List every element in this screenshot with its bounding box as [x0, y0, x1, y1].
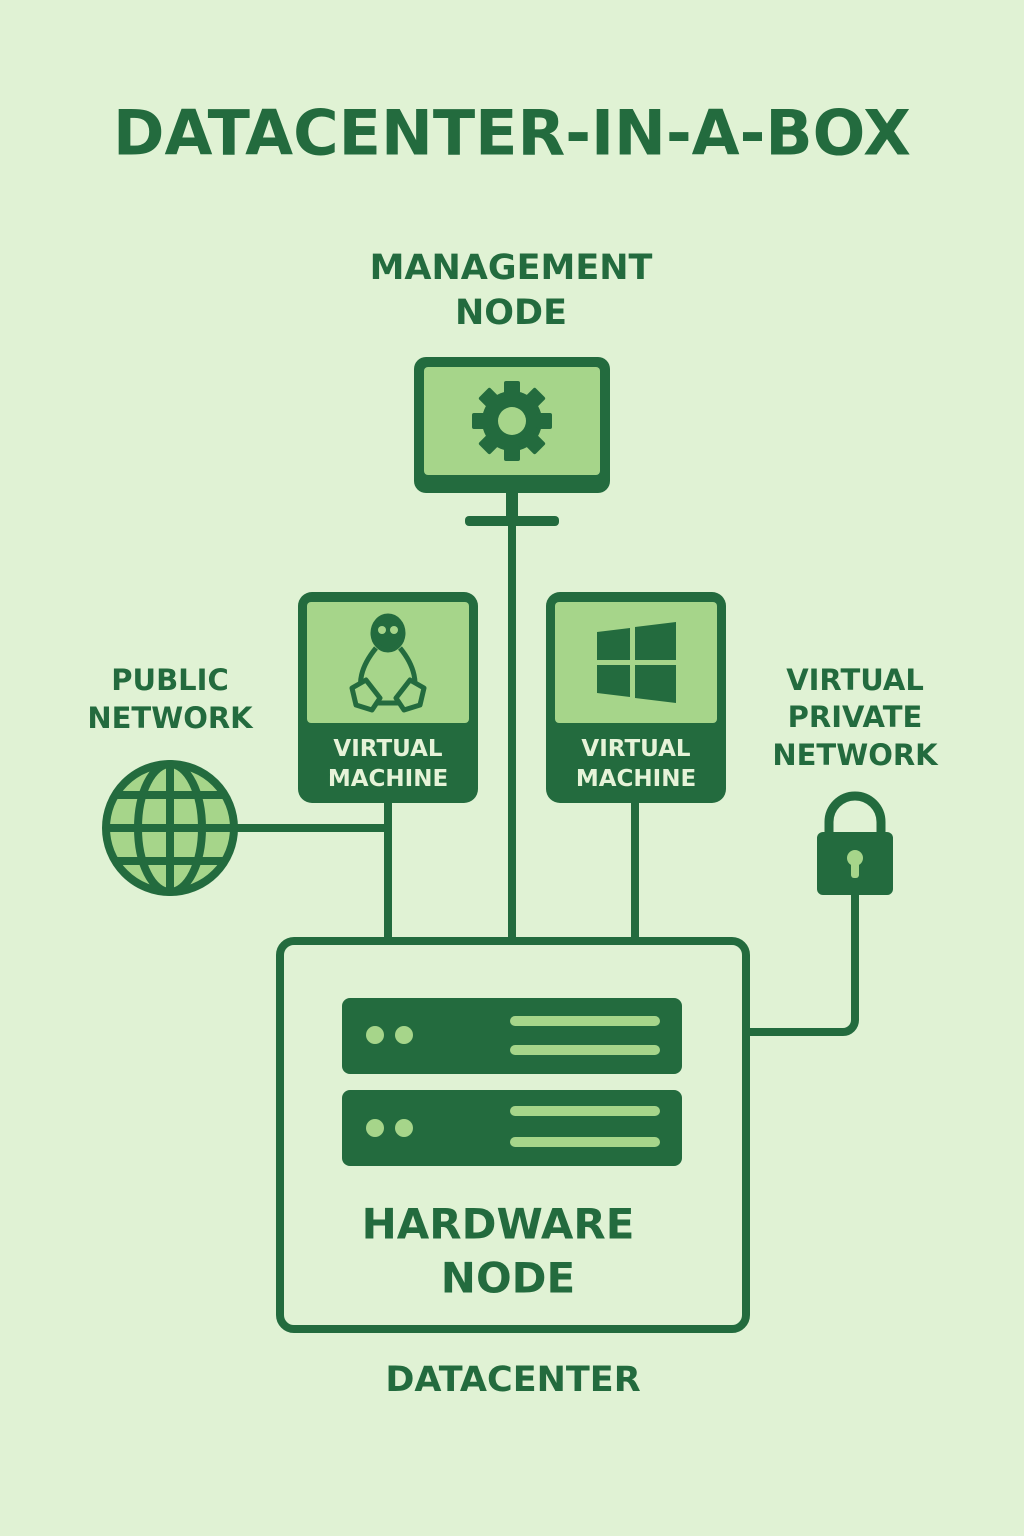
vm2-label: VIRTUAL [581, 736, 691, 762]
hardware-node-box [276, 937, 750, 1333]
public-network-label: PUBLIC [111, 663, 229, 697]
linux-penguin-icon [349, 613, 427, 713]
management-node-label-2: NODE [454, 293, 568, 333]
gear-icon [472, 381, 552, 461]
vpn-label-3: NETWORK [772, 738, 938, 772]
lock-icon [817, 791, 893, 895]
server-icon [342, 998, 682, 1166]
vm1-label-2: MACHINE [327, 766, 449, 792]
datacenter-label: DATACENTER [385, 1360, 641, 1400]
page-title: DATACENTER-IN-A-BOX [113, 96, 911, 170]
vm1-label: VIRTUAL [333, 736, 443, 762]
vm-linux-box [298, 592, 478, 803]
monitor-icon [414, 357, 610, 526]
hardware-node-label: HARDWARE [361, 1199, 635, 1249]
management-node-label: MANAGEMENT [369, 248, 653, 288]
vm2-label-2: MACHINE [575, 766, 697, 792]
globe-icon [102, 760, 238, 896]
vpn-label-2: PRIVATE [787, 700, 923, 734]
hardware-node-label-2: NODE [440, 1253, 576, 1303]
vpn-label: VIRTUAL [786, 663, 924, 697]
windows-icon [597, 622, 676, 703]
connector-lines [235, 520, 859, 1036]
public-network-label-2: NETWORK [87, 701, 253, 735]
vm-windows-box [546, 592, 726, 803]
vpn-connector [748, 893, 859, 1036]
